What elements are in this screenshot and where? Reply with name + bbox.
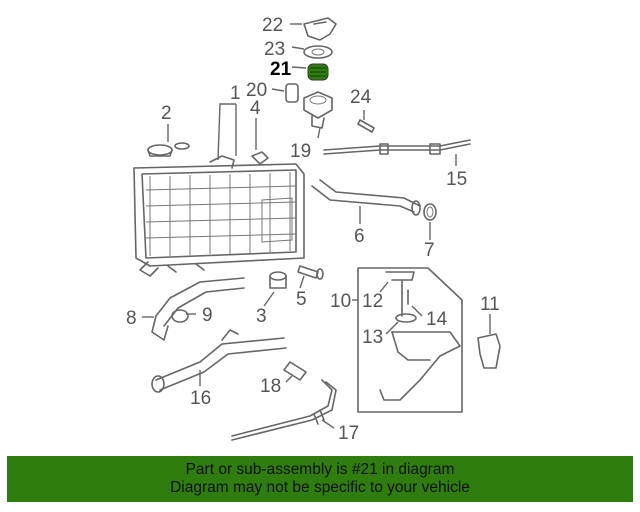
- info-banner: Part or sub-assembly is #21 in diagram D…: [7, 456, 633, 502]
- callout-5: 5: [296, 289, 307, 310]
- callout-12: 12: [362, 291, 383, 312]
- callout-8: 8: [126, 308, 137, 329]
- banner-line-1: Part or sub-assembly is #21 in diagram: [185, 461, 455, 478]
- part-22-filler-neck[interactable]: [303, 17, 337, 41]
- callout-10: 10: [330, 291, 351, 312]
- callout-11: 11: [480, 294, 500, 315]
- callout-4: 4: [250, 98, 261, 119]
- part-18-short-hose[interactable]: [283, 361, 307, 381]
- callout-22: 22: [262, 15, 283, 36]
- callout-24: 24: [350, 87, 372, 108]
- part-20-seal[interactable]: [285, 83, 299, 103]
- part-21-radiator-cap[interactable]: [307, 63, 329, 81]
- part-23-gasket[interactable]: [303, 45, 333, 59]
- part-24-sensor[interactable]: [357, 119, 375, 133]
- callout-7: 7: [424, 240, 435, 261]
- banner-line-2: Diagram may not be specific to your vehi…: [170, 479, 470, 496]
- part-19-housing[interactable]: [303, 91, 333, 129]
- leader-lines: [142, 23, 491, 429]
- callout-17: 17: [338, 423, 359, 444]
- callout-16: 16: [190, 388, 211, 409]
- part-7-clamp[interactable]: [423, 203, 437, 221]
- callout-6: 6: [354, 226, 365, 247]
- callout-14: 14: [426, 309, 448, 330]
- part-2-cap[interactable]: [147, 142, 190, 157]
- callout-18: 18: [260, 376, 281, 397]
- part-11-bracket[interactable]: [477, 333, 501, 369]
- callout-labels: 22 23 21 20 24 1 2 4 19 15 6 7 10 12 11 …: [126, 15, 500, 444]
- callout-15: 15: [446, 169, 467, 190]
- part-3-drain-plug[interactable]: [269, 271, 287, 289]
- part-17-long-pipe[interactable]: [231, 379, 337, 441]
- callout-1: 1: [230, 83, 241, 104]
- callout-13: 13: [362, 327, 383, 348]
- callout-2: 2: [161, 103, 172, 124]
- callout-19: 19: [290, 141, 311, 162]
- callout-9: 9: [202, 305, 213, 326]
- callout-21: 21: [270, 59, 292, 80]
- part-1-radiator[interactable]: [133, 155, 305, 277]
- parts-diagram: 22 23 21 20 24 1 2 4 19 15 6 7 10 12 11 …: [126, 15, 501, 444]
- part-8-lower-hose[interactable]: [151, 277, 245, 341]
- part-10-reservoir-kit[interactable]: [357, 267, 463, 413]
- part-5-fitting[interactable]: [297, 265, 324, 280]
- part-15-tube[interactable]: [323, 139, 471, 155]
- callout-3: 3: [256, 306, 267, 327]
- part-4-plug[interactable]: [251, 151, 269, 165]
- callout-23: 23: [264, 39, 285, 60]
- part-16-pipe[interactable]: [151, 329, 287, 393]
- callout-20: 20: [246, 80, 267, 101]
- part-6-upper-hose[interactable]: [311, 179, 421, 216]
- part-9-clamp[interactable]: [171, 309, 189, 323]
